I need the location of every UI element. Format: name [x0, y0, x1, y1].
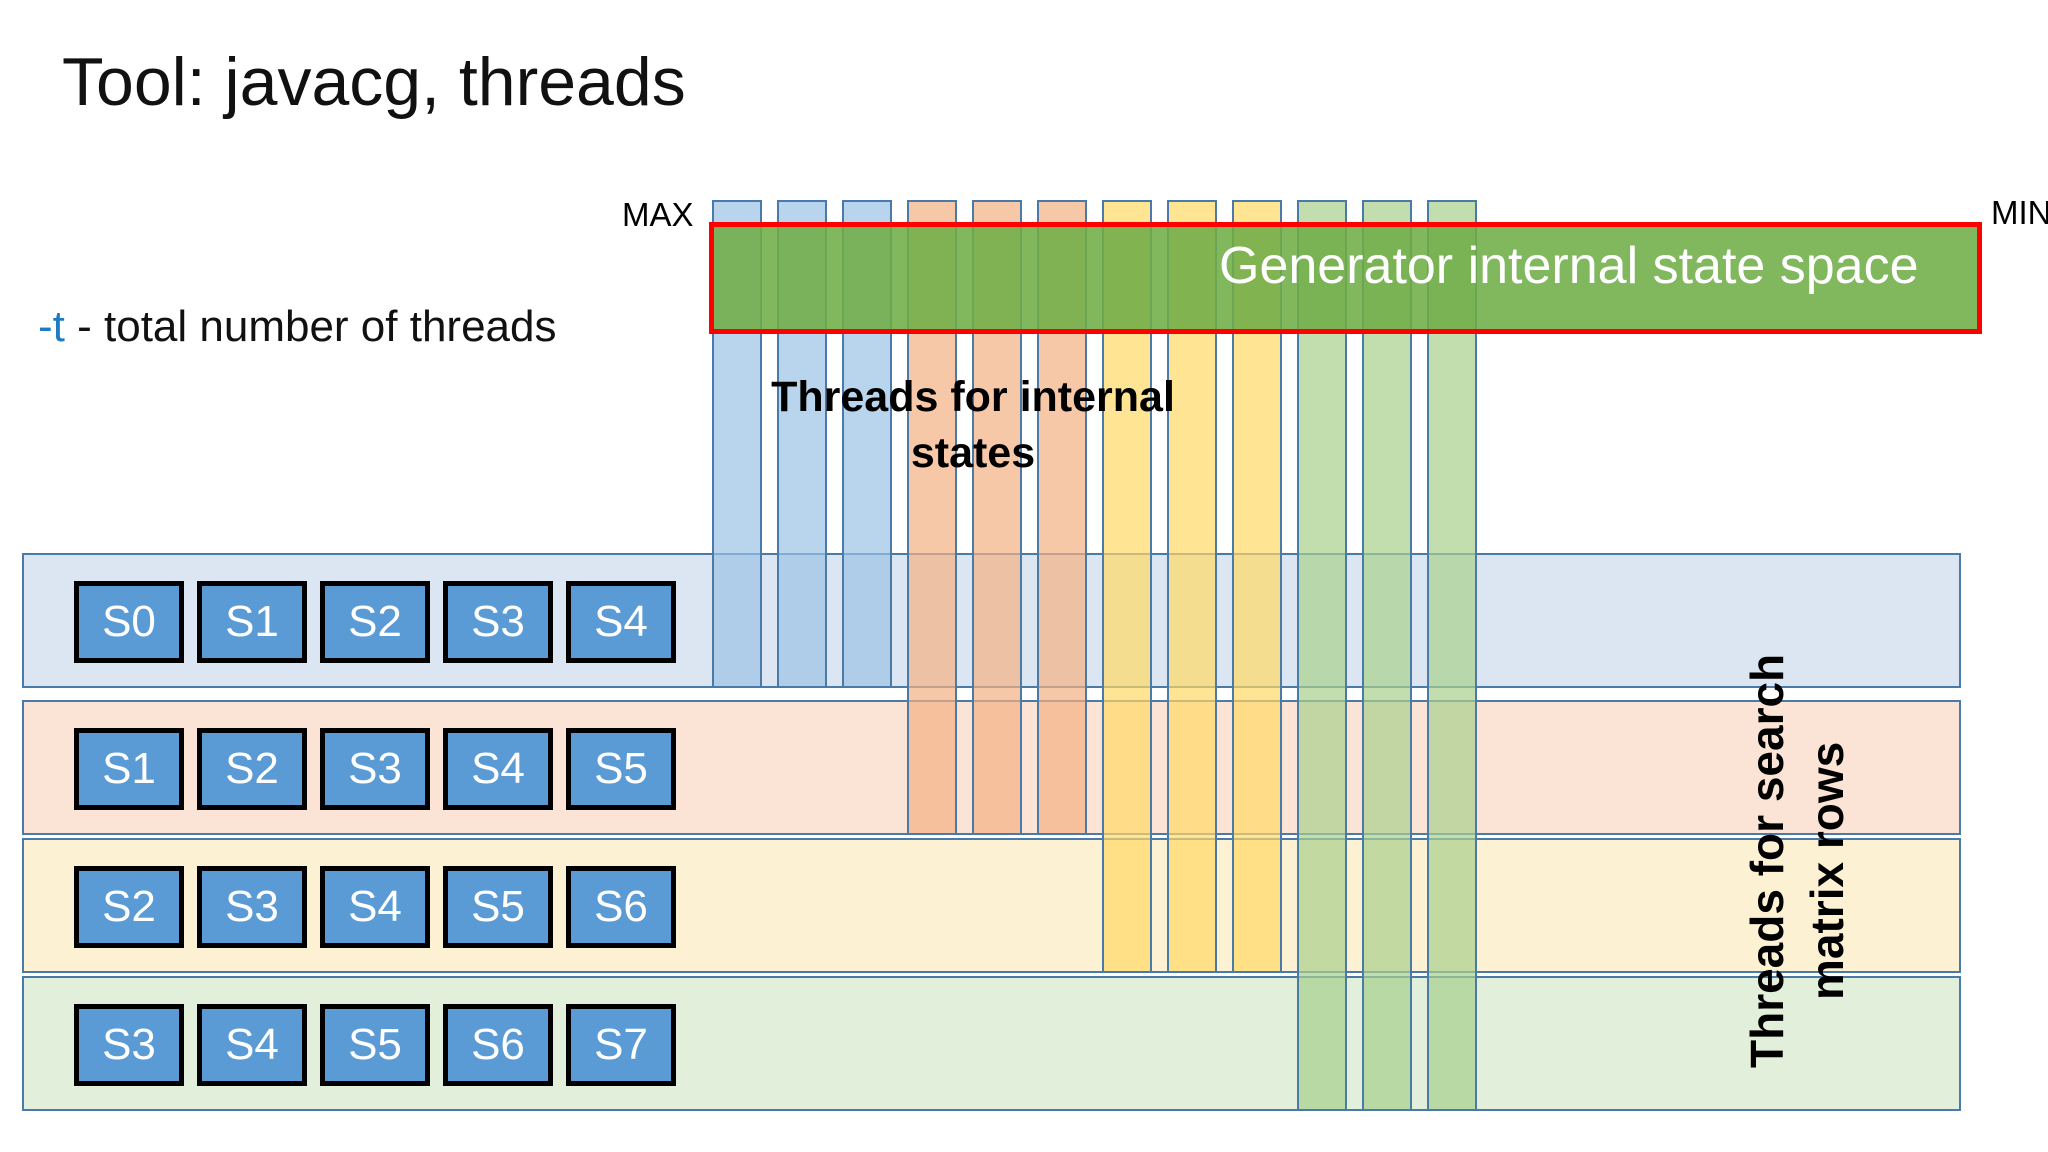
page-title: Tool: javacg, threads [62, 44, 686, 120]
state-cell: S2 [197, 728, 307, 810]
thread-bar [1297, 200, 1347, 1111]
search-rows-caption-line-2: matrix rows [1801, 741, 1853, 1000]
thread-bar [1102, 200, 1152, 973]
state-cell: S4 [197, 1004, 307, 1086]
thread-bar [1167, 200, 1217, 973]
state-cell: S1 [197, 581, 307, 663]
state-cell: S3 [443, 581, 553, 663]
thread-bar [1232, 200, 1282, 973]
scale-max-label: MAX [622, 196, 694, 233]
search-rows-caption: Threads for search matrix rows [1700, 570, 1900, 1070]
state-cell: S4 [320, 866, 430, 948]
state-cell: S5 [320, 1004, 430, 1086]
state-cell: S4 [443, 728, 553, 810]
state-cell: S2 [74, 866, 184, 948]
flag-description: - total number of threads [64, 302, 557, 351]
state-cell: S6 [566, 866, 676, 948]
search-rows-caption-line-1: Threads for search [1741, 653, 1793, 1068]
state-cell: S5 [566, 728, 676, 810]
thread-bar [1037, 200, 1087, 835]
state-cell: S0 [74, 581, 184, 663]
state-cell: S5 [443, 866, 553, 948]
thread-bar [1427, 200, 1477, 1111]
state-cell: S6 [443, 1004, 553, 1086]
thread-bar [972, 200, 1022, 835]
threads-flag-caption: -t - total number of threads [38, 298, 558, 357]
state-cell: S3 [197, 866, 307, 948]
state-cell: S2 [320, 581, 430, 663]
state-cell: S7 [566, 1004, 676, 1086]
state-cell: S1 [74, 728, 184, 810]
thread-bar [907, 200, 957, 835]
flag-token: -t [38, 302, 65, 351]
state-cell: S3 [320, 728, 430, 810]
internal-states-caption: Threads for internal states [771, 373, 1175, 477]
thread-bar [1362, 200, 1412, 1111]
state-cell: S4 [566, 581, 676, 663]
generator-state-label: Generator internal state space [1219, 237, 1919, 295]
scale-min-label: MIN [1991, 194, 2048, 231]
state-cell: S3 [74, 1004, 184, 1086]
